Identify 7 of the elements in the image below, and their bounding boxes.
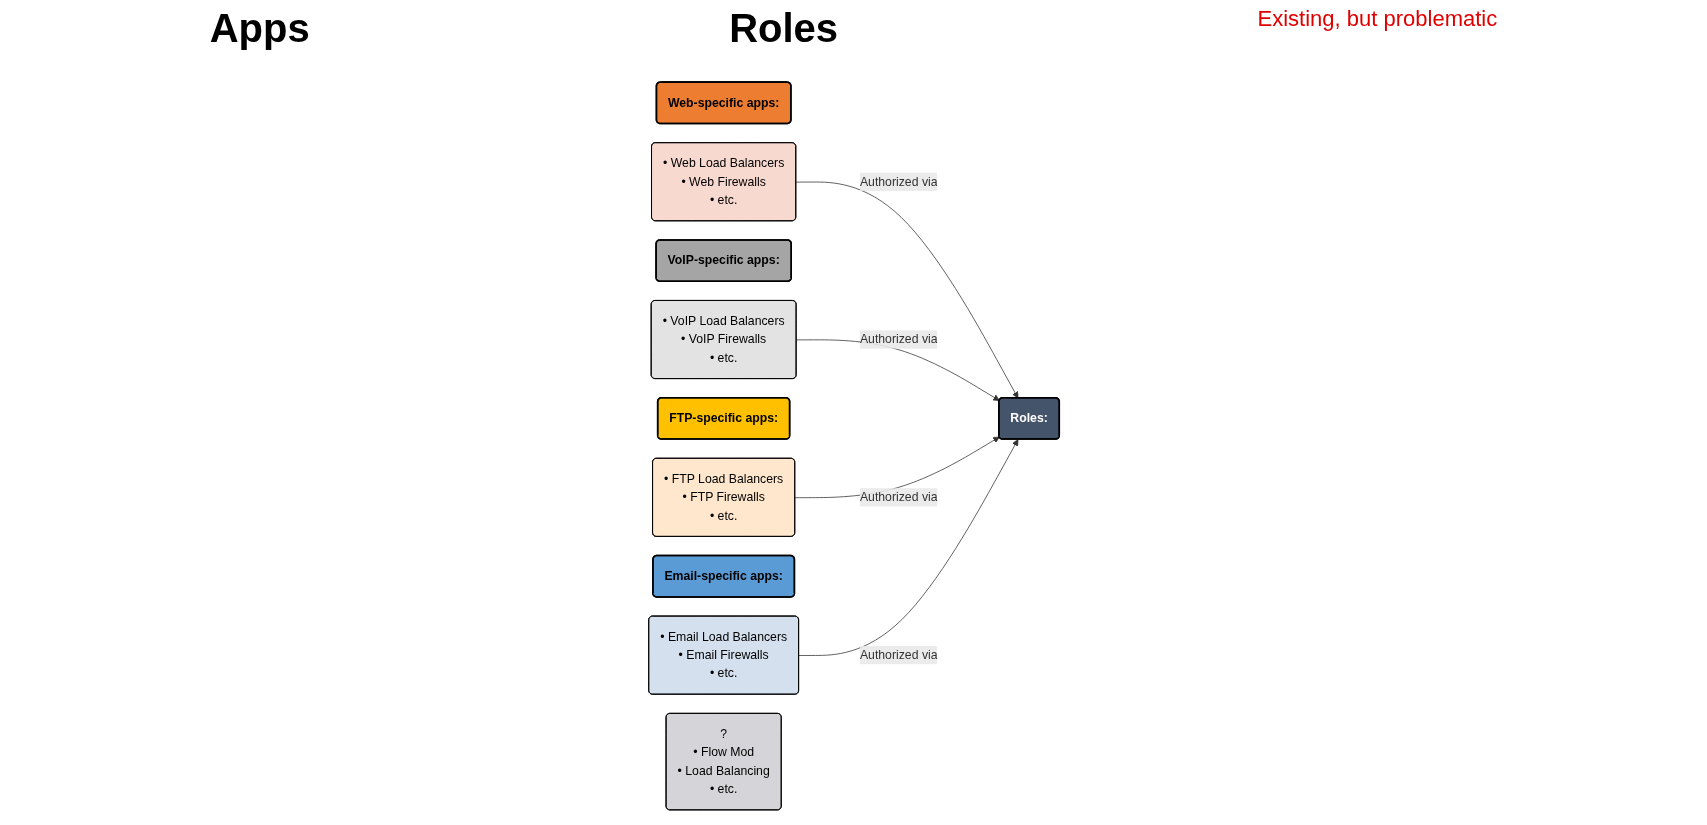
edge-label: Authorized via (859, 648, 938, 662)
note-text: Existing, but problematic (1257, 6, 1498, 32)
edge-label: Authorized via (859, 174, 938, 188)
edge-label: Authorized via (859, 332, 938, 346)
edge-label: Authorized via (859, 490, 938, 504)
heading: Roles (729, 6, 839, 51)
heading: Apps (209, 6, 310, 51)
